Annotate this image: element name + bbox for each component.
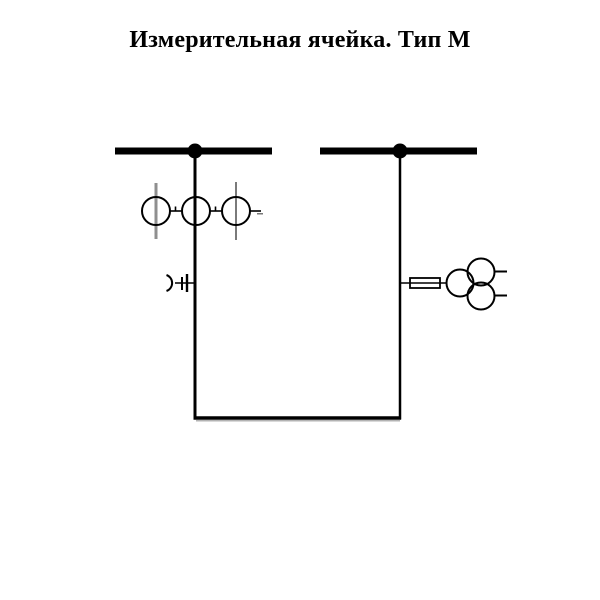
voltage-transformer-group-icon [141,182,263,240]
transformer-winding-secondary-bottom [466,281,496,311]
fuse-and-transformer-branch [400,257,507,311]
plug-contact-arc [166,274,174,292]
plug-contact-icon [166,274,194,292]
fuse-icon [409,277,441,289]
transformer-winding-secondary-top [466,257,496,287]
transformer-winding-primary [445,268,475,298]
page-title: Измерительная ячейка. Тип М [129,27,471,53]
